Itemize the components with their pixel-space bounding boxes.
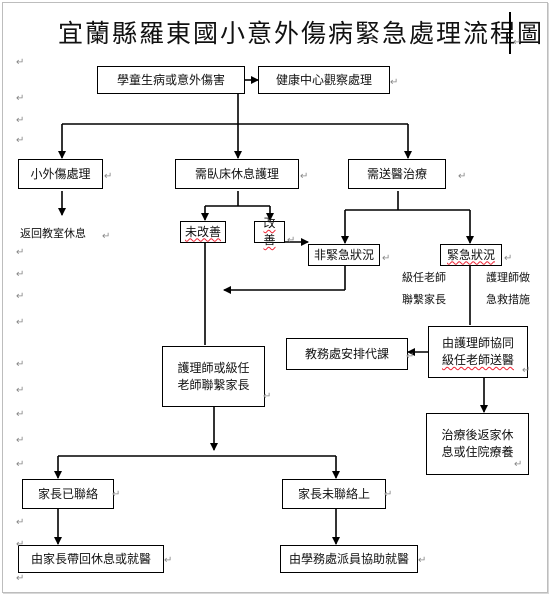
box-health-center: 健康中心觀察處理 [258,66,390,94]
para-mark: ↵ [16,385,25,396]
box-after-treatment: 治療後返家休 息或住院療養 [426,413,529,475]
para-mark: ↵ [104,171,113,182]
para-mark: ↵ [16,93,25,104]
para-mark: ↵ [16,317,25,328]
para-mark: ↵ [16,409,25,420]
text-nurse-aid-1: 護理師做 [486,271,530,284]
text-return-class: 返回教室休息 [20,227,86,240]
para-mark: ↵ [418,555,427,566]
para-mark: ↵ [504,253,513,264]
para-mark: ↵ [16,517,25,528]
para-mark: ↵ [164,555,173,566]
text-teacher-contact-1: 級任老師 [402,271,446,284]
para-mark: ↵ [382,253,391,264]
para-mark: ↵ [16,247,25,258]
para-mark: ↵ [16,359,25,370]
box-parent-takes-home: 由家長帶回休息或就醫 [18,545,164,573]
para-mark: ↵ [384,489,393,500]
para-mark: ↵ [16,435,25,446]
para-mark: ↵ [16,269,25,280]
box-parent-not-contacted: 家長未聯絡上 [282,479,386,509]
para-mark: ↵ [406,351,415,362]
box-non-emergency: 非緊急狀況 [308,244,380,266]
para-mark: ↵ [287,235,296,246]
para-mark: ↵ [458,171,467,182]
para-mark: ↵ [16,573,25,584]
para-mark: ↵ [112,489,121,500]
text-cursor [509,12,511,54]
box-need-rest: 需臥床休息護理 [175,159,299,189]
box-office-assist: 由學務處派員協助就醫 [280,545,418,573]
box-minor-injury: 小外傷處理 [18,159,103,189]
para-mark: ↵ [513,37,522,48]
para-mark: ↵ [16,115,25,126]
box-nurse-escort: 由護理師協同 級任老師送醫 [428,326,528,378]
para-mark: ↵ [102,231,111,242]
para-mark: ↵ [514,459,523,470]
para-mark: ↵ [16,135,25,146]
text-teacher-contact-2: 聯繫家長 [402,293,446,306]
para-mark: ↵ [16,539,25,550]
para-mark: ↵ [263,391,272,402]
page-title: 宜蘭縣羅東國小意外傷病緊急處理流程圖 [58,19,545,48]
para-mark: ↵ [16,57,25,68]
para-mark: ↵ [16,291,25,302]
para-mark: ↵ [390,77,399,88]
box-improved: 改善 [254,216,285,247]
box-parent-contacted: 家長已聯絡 [22,479,114,509]
box-not-improved: 未改善 [180,221,226,243]
box-emergency: 緊急狀況 [440,244,502,266]
para-mark: ↵ [300,171,309,182]
para-mark: ↵ [16,459,25,470]
para-mark: ↵ [522,365,531,376]
box-need-hospital: 需送醫治療 [348,159,446,189]
box-academic-substitute: 教務處安排代課 [286,338,408,370]
box-nurse-contact: 護理師或級任 老師聯繫家長 [162,346,265,407]
text-nurse-aid-2: 急救措施 [486,293,530,306]
box-student-sick: 學童生病或意外傷害 [97,66,245,94]
